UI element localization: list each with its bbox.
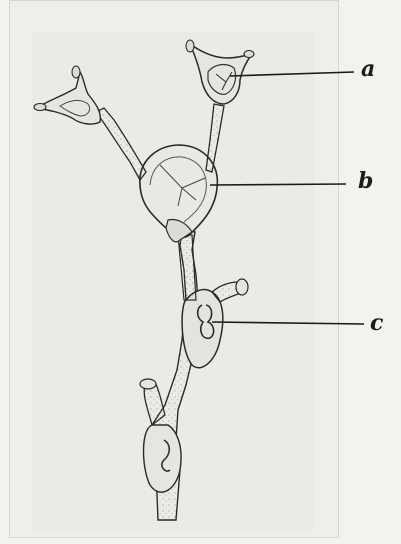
leader-line-c bbox=[212, 322, 364, 324]
left-branch bbox=[96, 108, 146, 180]
right-branch bbox=[206, 104, 224, 172]
zooid-a-spine-left bbox=[186, 40, 194, 52]
zooid-c bbox=[182, 290, 223, 368]
left-zooid bbox=[36, 72, 100, 124]
label-b: b bbox=[358, 170, 373, 192]
leader-line-b bbox=[210, 184, 346, 185]
zooid-c-stub-tip bbox=[236, 279, 248, 295]
bottom-zooid bbox=[144, 425, 182, 492]
left-zooid-spine bbox=[72, 66, 80, 78]
label-c: c bbox=[370, 312, 383, 334]
zooid-a-spine-right bbox=[244, 51, 254, 58]
label-a: a bbox=[361, 58, 375, 80]
zooid-a bbox=[190, 44, 252, 104]
leader-line-a bbox=[230, 72, 354, 76]
lower-side-branch-tip bbox=[140, 379, 156, 389]
left-zooid-lip bbox=[34, 104, 46, 111]
